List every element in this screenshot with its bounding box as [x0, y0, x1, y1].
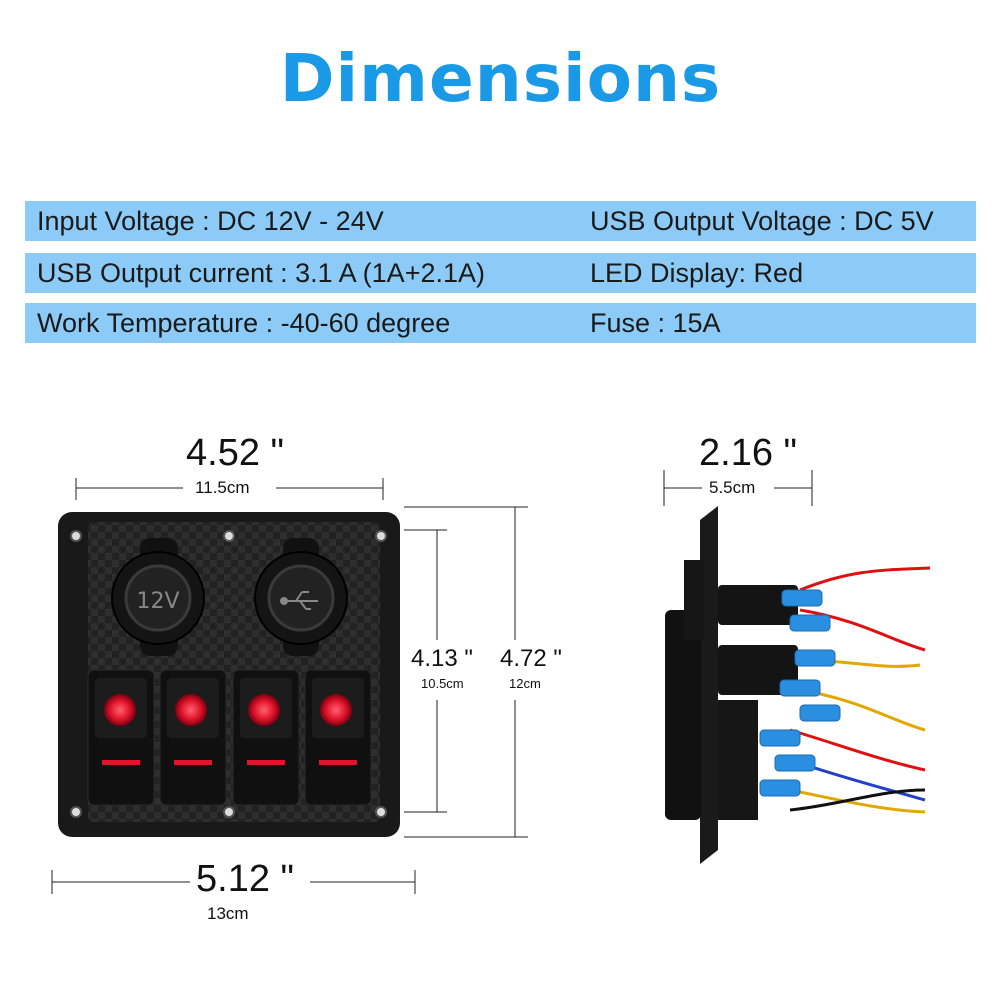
rocker-switch-2 — [159, 669, 227, 806]
inner-height-inches: 4.13 " — [411, 645, 473, 672]
depth-line — [663, 470, 813, 506]
spec-usb-output-current: USB Output current : 3.1 A (1A+2.1A) — [37, 258, 485, 288]
outer-height-line — [404, 506, 528, 838]
spec-fuse: Fuse : 15A — [590, 308, 721, 338]
mounting-holes — [70, 530, 387, 818]
top-width-cm: 11.5cm — [195, 478, 250, 497]
usb-socket — [254, 538, 348, 656]
socket-label: 12V — [136, 589, 179, 614]
outer-height-inches: 4.72 " — [500, 645, 562, 672]
spec-input-voltage: Input Voltage : DC 12V - 24V — [37, 206, 384, 236]
usb-icon — [280, 591, 318, 610]
page-title: Dimensions — [279, 40, 722, 117]
rocker-switch-1 — [87, 669, 155, 806]
top-width-inches: 4.52 " — [186, 432, 285, 474]
inner-height-line — [404, 529, 447, 813]
spec-row-1: Input Voltage : DC 12V - 24V USB Output … — [25, 201, 976, 241]
top-width-line — [75, 478, 384, 500]
depth-inches: 2.16 " — [699, 432, 798, 474]
spec-led-display: LED Display: Red — [590, 258, 804, 288]
spec-work-temperature: Work Temperature : -40-60 degree — [37, 308, 451, 338]
depth-cm: 5.5cm — [709, 478, 756, 497]
bottom-width-inches: 5.12 " — [196, 858, 295, 900]
spec-row-3: Work Temperature : -40-60 degree Fuse : … — [25, 303, 976, 343]
bottom-width-line — [51, 870, 416, 894]
rocker-switch-4 — [304, 669, 372, 806]
blue-terminals — [759, 589, 841, 797]
outer-height-cm: 12cm — [509, 676, 541, 691]
bottom-width-cm: 13cm — [207, 904, 249, 923]
cigarette-socket — [111, 538, 205, 656]
spec-row-2: USB Output current : 3.1 A (1A+2.1A) LED… — [25, 253, 976, 293]
inner-height-cm: 10.5cm — [421, 676, 464, 691]
spec-usb-output-voltage: USB Output Voltage : DC 5V — [590, 206, 934, 236]
rocker-switch-3 — [232, 669, 300, 806]
switch-panel-side — [665, 506, 931, 864]
switch-panel-front: 12V — [58, 512, 400, 837]
